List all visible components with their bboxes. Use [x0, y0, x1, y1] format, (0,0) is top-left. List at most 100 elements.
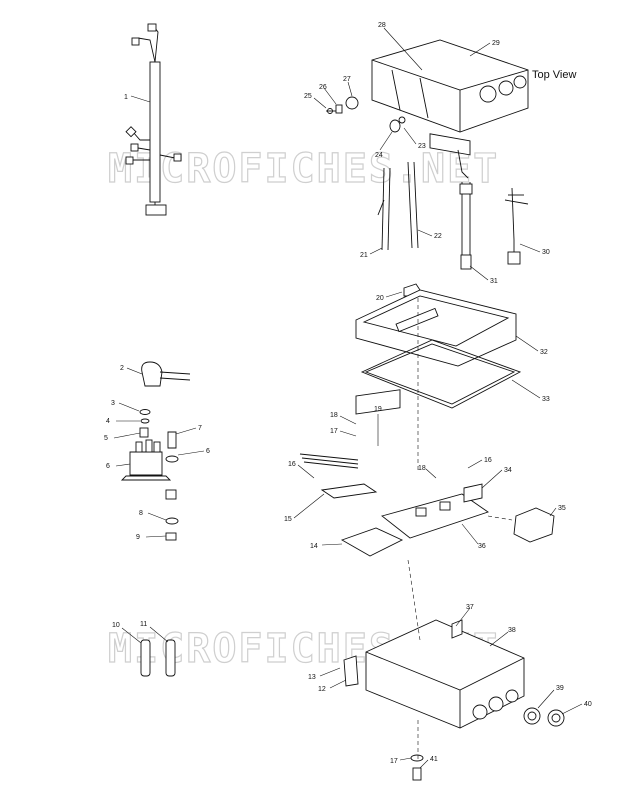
callout-27: 27 [343, 76, 353, 97]
svg-text:41: 41 [430, 756, 438, 763]
svg-text:14: 14 [310, 543, 318, 550]
callout-25: 25 [304, 93, 327, 109]
harness-tube-21 [377, 167, 391, 251]
callout-32: 32 [515, 335, 548, 356]
svg-text:20: 20 [376, 295, 384, 302]
callout-37: 37 [455, 604, 474, 627]
svg-text:23: 23 [418, 143, 426, 150]
svg-text:24: 24 [375, 152, 383, 159]
callout-16a: 16 [288, 461, 315, 479]
callout-6: 6 [106, 463, 131, 470]
svg-text:26: 26 [319, 84, 327, 91]
box-cover [355, 289, 517, 367]
callout-30: 30 [519, 243, 550, 256]
circuit-board [381, 493, 489, 539]
ecu-box-top-view [371, 39, 529, 156]
svg-text:27: 27 [343, 76, 351, 83]
harness-31 [457, 149, 473, 270]
module-14 [340, 527, 404, 557]
bolt-and-nuts [165, 431, 179, 541]
fuse-holders [140, 639, 176, 677]
svg-text:1: 1 [124, 94, 128, 101]
box-base [365, 619, 525, 729]
callout-26: 26 [319, 84, 337, 105]
callout-11: 11 [140, 621, 169, 643]
svg-text:16: 16 [288, 461, 296, 468]
fasteners-17-41 [410, 754, 424, 781]
svg-text:35: 35 [558, 505, 566, 512]
callout-24: 24 [375, 131, 393, 159]
callout-14: 14 [310, 543, 343, 550]
bracket-15 [320, 483, 378, 499]
svg-text:31: 31 [490, 278, 498, 285]
svg-text:3: 3 [111, 400, 115, 407]
callout-22: 22 [417, 229, 442, 240]
svg-text:25: 25 [304, 93, 312, 100]
callout-19: 19 [374, 406, 382, 446]
callout-17a: 17 [330, 428, 357, 437]
svg-text:36: 36 [478, 543, 486, 550]
callout-28: 28 [378, 22, 423, 71]
svg-text:34: 34 [504, 467, 512, 474]
callout-31: 31 [469, 265, 498, 285]
callout-3: 3 [111, 400, 140, 412]
svg-text:37: 37 [466, 604, 474, 611]
callout-33: 33 [511, 379, 550, 403]
svg-text:11: 11 [140, 621, 147, 628]
svg-text:18: 18 [418, 465, 426, 472]
top-view-label: Top View [532, 69, 576, 81]
callout-39: 39 [537, 685, 564, 709]
callout-7: 7 [175, 425, 202, 435]
callout-9: 9 [136, 534, 167, 541]
svg-text:10: 10 [112, 622, 120, 629]
callout-40: 40 [561, 701, 592, 715]
svg-text:38: 38 [508, 627, 516, 634]
washers [139, 409, 151, 438]
starter-solenoid [120, 439, 172, 481]
callout-17b: 17 [390, 757, 412, 765]
gasket [360, 339, 522, 409]
svg-text:12: 12 [318, 686, 326, 693]
svg-text:19: 19 [374, 406, 382, 413]
callout-4: 4 [106, 418, 140, 425]
callout-1: 1 [124, 94, 151, 103]
bracket-34 [463, 483, 483, 503]
callout-18a: 18 [330, 412, 357, 425]
callout-38: 38 [489, 627, 516, 647]
svg-text:22: 22 [434, 233, 442, 240]
svg-text:6: 6 [206, 448, 210, 455]
svg-text:28: 28 [378, 22, 386, 29]
svg-text:16: 16 [484, 457, 492, 464]
harness-30 [504, 187, 529, 265]
callout-6b: 6 [177, 448, 210, 456]
svg-text:18: 18 [330, 412, 338, 419]
harness-leads-19 [299, 389, 401, 469]
callout-20: 20 [376, 291, 403, 302]
cable-boot [141, 361, 191, 387]
svg-text:5: 5 [104, 435, 108, 442]
callout-10: 10 [112, 622, 142, 644]
svg-text:6: 6 [106, 463, 110, 470]
callout-23: 23 [403, 127, 426, 150]
svg-text:30: 30 [542, 249, 550, 256]
callout-29: 29 [469, 40, 500, 57]
callout-5: 5 [104, 432, 141, 442]
svg-text:39: 39 [556, 685, 564, 692]
svg-text:15: 15 [284, 516, 292, 523]
wiring-harness [125, 23, 182, 216]
svg-text:4: 4 [106, 418, 110, 425]
svg-text:7: 7 [198, 425, 202, 432]
clip-12 [343, 655, 359, 687]
harness-tube-22 [407, 161, 419, 249]
callout-41: 41 [419, 756, 438, 769]
svg-text:9: 9 [136, 534, 140, 541]
svg-text:32: 32 [540, 349, 548, 356]
callout-16b: 16 [467, 457, 492, 469]
svg-text:13: 13 [308, 674, 316, 681]
callout-18b: 18 [418, 465, 437, 479]
svg-text:17: 17 [330, 428, 338, 435]
svg-text:33: 33 [542, 396, 550, 403]
svg-text:40: 40 [584, 701, 592, 708]
relay-35 [513, 507, 555, 543]
svg-text:21: 21 [360, 252, 368, 259]
